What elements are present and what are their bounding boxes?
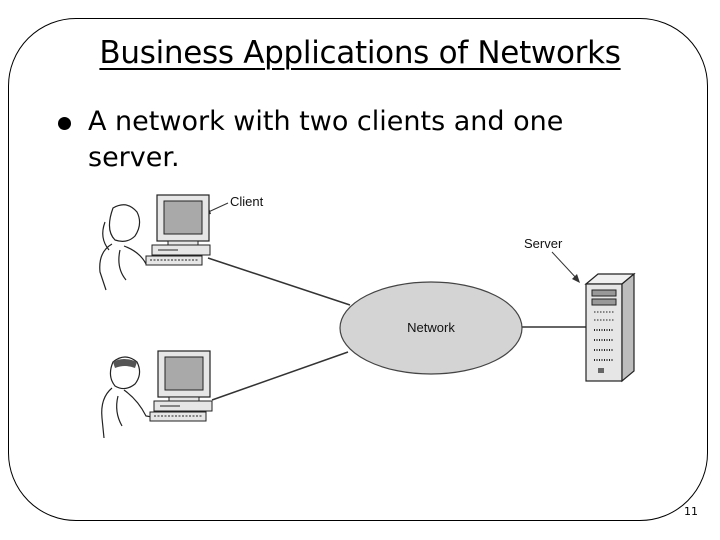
bullet-text: A network with two clients and one serve… [88,106,564,173]
link-client2-network [211,351,349,401]
slide-frame [8,18,708,521]
link-client1-network [207,257,351,306]
bullet-item: A network with two clients and one serve… [58,104,618,176]
network-label: Network [407,320,455,335]
server-pointer [551,251,579,281]
person-icon [101,356,159,439]
bullet-icon [58,117,71,130]
client-2 [101,350,213,439]
client-1 [99,194,211,291]
computer-icon [149,350,213,422]
server-label: Server [524,236,563,251]
server-icon [584,272,636,383]
network-ellipse [339,281,523,375]
page-number: 11 [684,505,698,518]
client-label: Client [230,194,264,209]
slide-title: Business Applications of Networks [99,35,621,71]
person-icon [99,204,157,291]
computer-icon [145,194,211,266]
